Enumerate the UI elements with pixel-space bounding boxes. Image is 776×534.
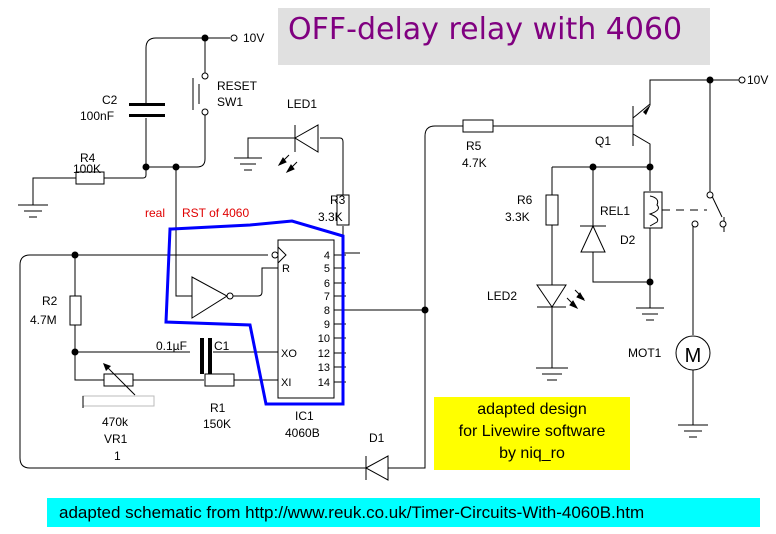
- wires: [19, 34, 746, 469]
- label-rel1: REL1: [600, 204, 630, 218]
- ground-symbols: [18, 157, 708, 438]
- label-r2-value: 4.7M: [30, 313, 57, 327]
- label-ic1-ref: IC1: [295, 409, 314, 423]
- ic1-pin-6: 6: [324, 278, 330, 290]
- resistor-r2: [69, 295, 82, 326]
- capacitor-c1: [200, 338, 212, 374]
- ic1-pin-8: 8: [324, 305, 330, 317]
- led1: [277, 124, 319, 174]
- rst-highlight-outline: [164, 219, 345, 406]
- label-c1-ref: C1: [214, 339, 230, 353]
- ic1-pin-xo: XO: [281, 348, 297, 360]
- motor-symbol: M: [685, 345, 702, 367]
- source-credit: adapted schematic from http://www.reuk.c…: [47, 498, 760, 527]
- ic1-4060b: [271, 239, 346, 399]
- label-led2: LED2: [487, 289, 517, 303]
- label-r3-ref: R3: [330, 193, 346, 207]
- note-line: for Livewire software: [458, 423, 606, 440]
- resistor-r6: [545, 194, 559, 226]
- junctions: [71, 34, 714, 356]
- note-box: adapted design for Livewire software by …: [434, 397, 630, 470]
- label-r4-value-visible: 100K: [73, 162, 101, 176]
- label-r1-value: 150K: [203, 417, 231, 431]
- potentiometer-vr1: [82, 363, 155, 408]
- resistor-r1: [204, 373, 235, 387]
- relay-contacts: [691, 191, 727, 228]
- label-sw1-name: RESET: [217, 79, 258, 93]
- page-title: OFF-delay relay with 4060: [288, 12, 683, 47]
- ic1-pin-14: 14: [318, 377, 330, 389]
- label-c2-ref: C2: [102, 93, 118, 107]
- ic1-pin-9: 9: [324, 319, 330, 331]
- label-ic1-value: 4060B: [285, 426, 320, 440]
- label-r1-ref: R1: [210, 401, 226, 415]
- note-line: adapted design: [477, 401, 587, 418]
- annotation-real: real: [145, 206, 165, 220]
- label-r2-ref: R2: [42, 294, 58, 308]
- inverter-gate: [191, 276, 234, 319]
- ic1-pin-r: R: [282, 263, 290, 275]
- terminal-10v-left: [230, 34, 238, 42]
- capacitor-c2: [129, 103, 165, 117]
- label-r4-ref: R4: [80, 151, 96, 165]
- led2: [536, 284, 586, 310]
- resistor-r3: [336, 194, 350, 226]
- label-vr1-setting: 1: [114, 449, 121, 463]
- ic1-pin-13: 13: [318, 362, 330, 374]
- ic1-pin-xi: XI: [281, 377, 291, 389]
- transistor-q1-arrow: [643, 104, 651, 115]
- resistor-r5: [462, 119, 494, 133]
- ic1-pin-10: 10: [318, 333, 330, 345]
- ic1-pin-4: 4: [324, 250, 330, 262]
- annotation-rst: RST of 4060: [182, 206, 249, 220]
- resistor-r4: [75, 171, 105, 185]
- label-10v-right: 10V: [747, 73, 768, 87]
- label-q1: Q1: [595, 134, 611, 148]
- ic1-pin-5: 5: [324, 263, 330, 275]
- motor-mot1: M: [675, 335, 711, 371]
- label-r3-value: 3.3K: [318, 210, 343, 224]
- ic1-pin-labels: R XO XI 4 5 6 7 8 9 10 12 13 14: [281, 250, 330, 389]
- ic1-pin-7: 7: [324, 291, 330, 303]
- title-banner: [278, 8, 710, 65]
- relay-rel1-coil: [643, 191, 663, 229]
- label-d1: D1: [369, 431, 385, 445]
- label-mot1: MOT1: [628, 346, 662, 360]
- diode-d1: [364, 455, 389, 481]
- switch-sw1: [192, 72, 209, 116]
- terminal-10v-right: [738, 76, 746, 84]
- label-c1-value: 0.1µF: [156, 339, 187, 353]
- label-r5-ref: R5: [466, 139, 482, 153]
- label-r6-ref: R6: [517, 193, 533, 207]
- label-r5-value: 4.7K: [462, 156, 487, 170]
- label-vr1-ref: VR1: [104, 432, 128, 446]
- label-sw1-ref: SW1: [217, 95, 243, 109]
- label-led1: LED1: [287, 97, 317, 111]
- label-vr1-value: 470k: [102, 415, 129, 429]
- label-r6-value: 3.3K: [505, 210, 530, 224]
- ic1-pin-12: 12: [318, 348, 330, 360]
- label-d2: D2: [620, 233, 636, 247]
- note-line: by niq_ro: [499, 445, 565, 462]
- label-10v-left: 10V: [243, 31, 264, 45]
- diode-d2: [580, 224, 606, 253]
- wire-top-left: [145, 37, 230, 49]
- label-c2-value: 100nF: [80, 109, 114, 123]
